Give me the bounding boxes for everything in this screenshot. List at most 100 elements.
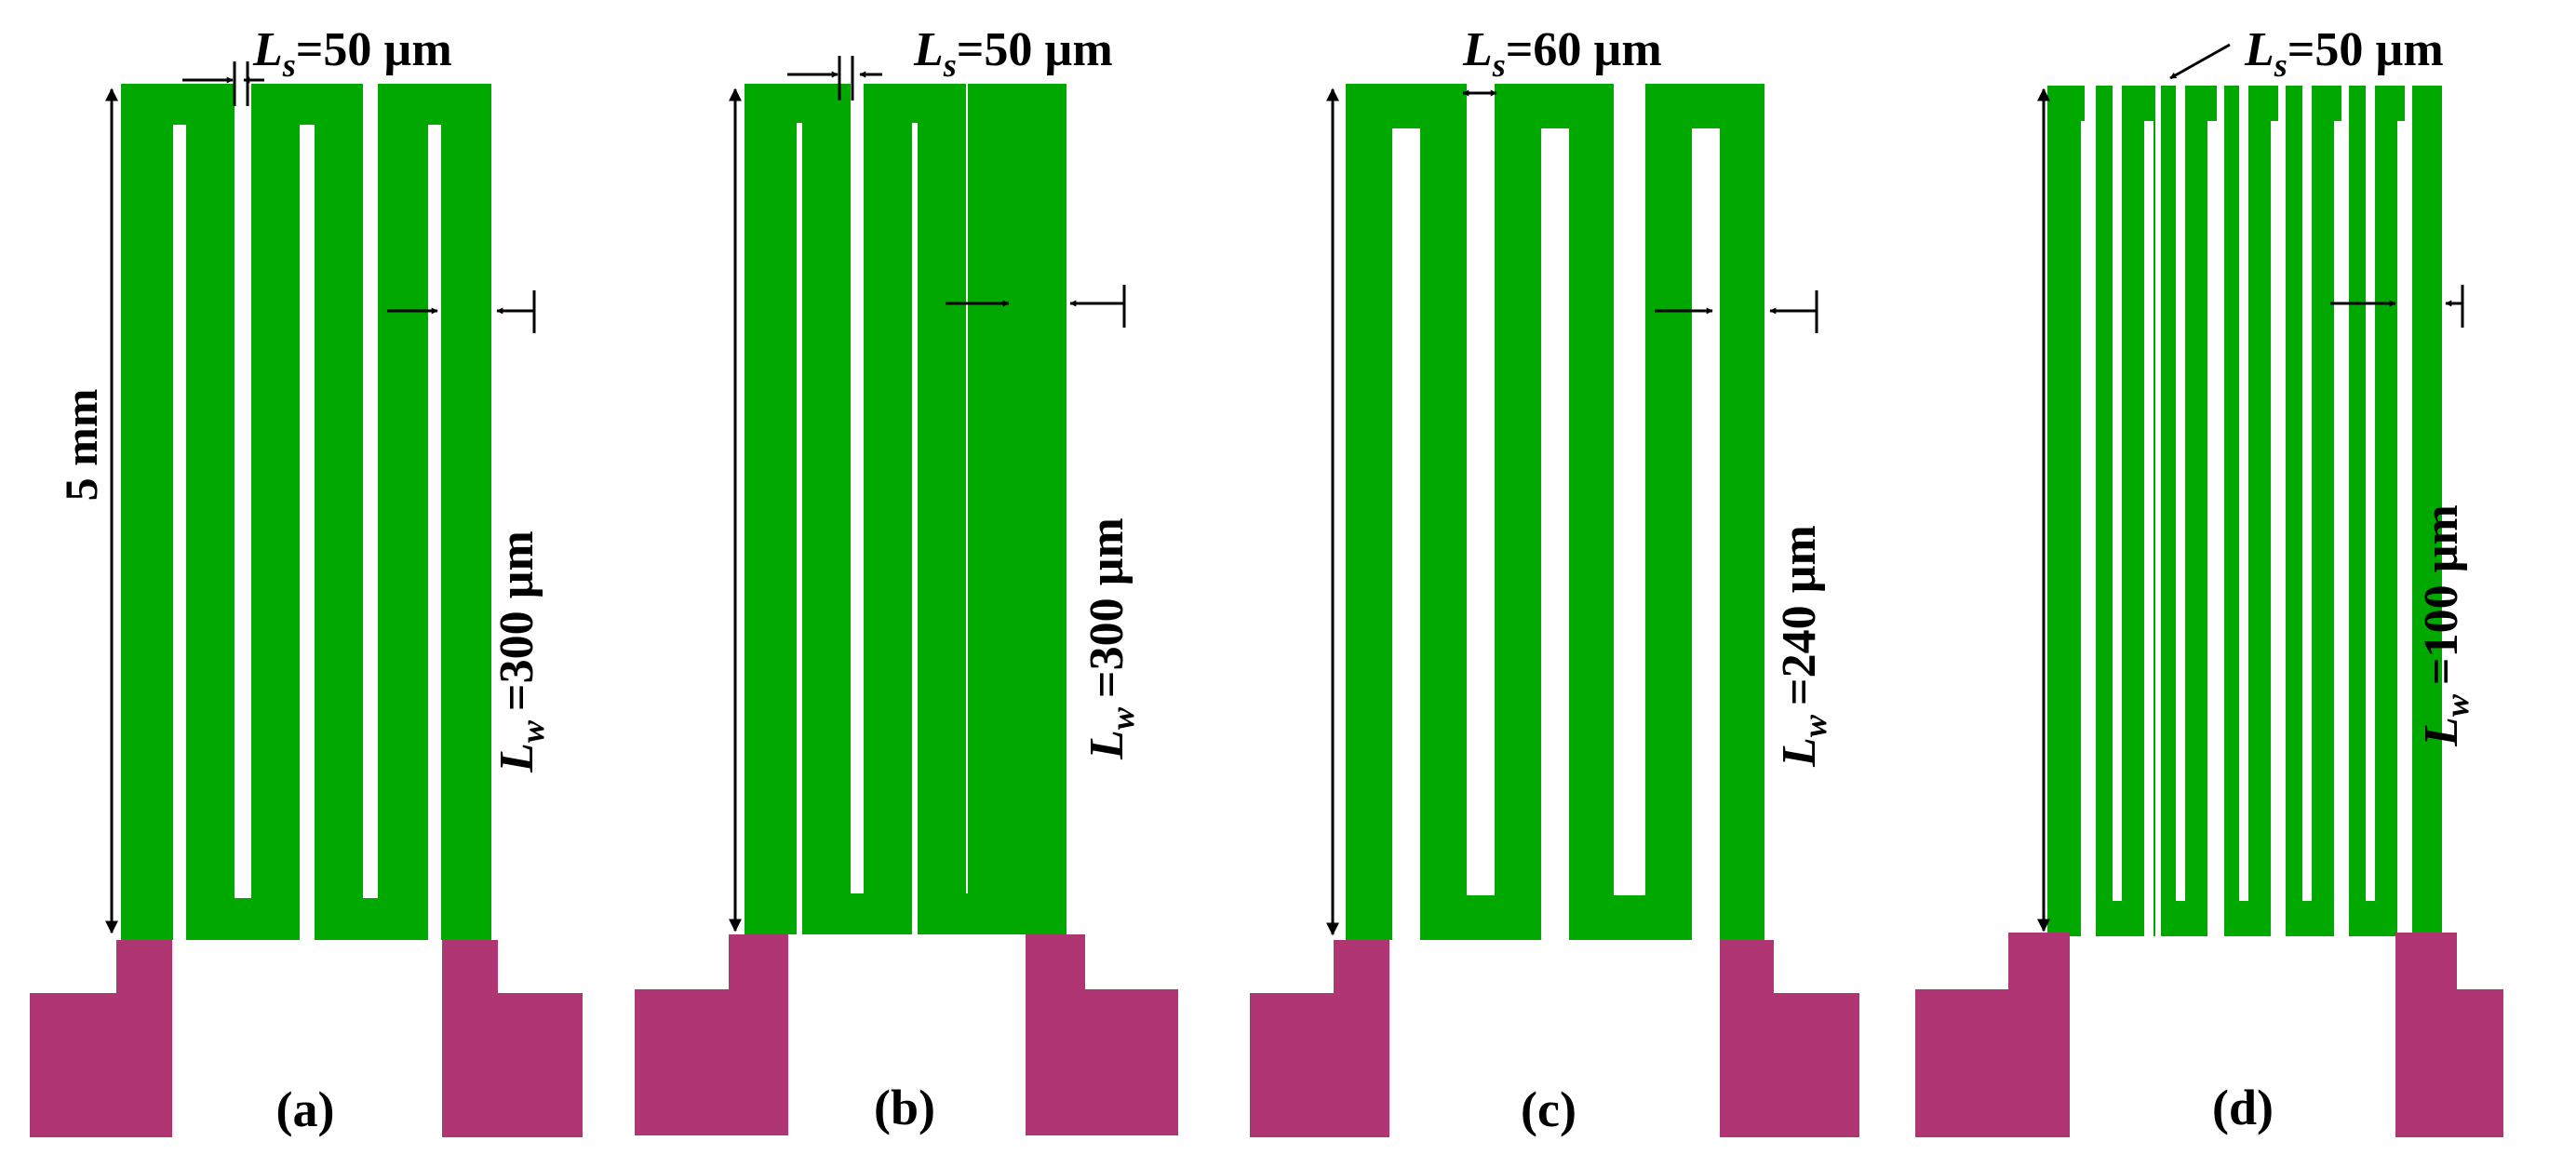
panel-a: 5 mm Ls=50 µm Lw =300 µm (a) bbox=[30, 23, 583, 1137]
width-label: Lw =300 µm bbox=[490, 530, 551, 773]
panel-caption: (a) bbox=[276, 1081, 335, 1137]
spacing-value: =60 µm bbox=[1506, 23, 1662, 76]
spacing-symbol: L bbox=[913, 23, 944, 76]
trace-gaps bbox=[2081, 86, 2407, 936]
trace-gap bbox=[2144, 121, 2153, 936]
width-symbol: L bbox=[1773, 737, 1826, 768]
trace-gap bbox=[2207, 121, 2217, 936]
panel-caption: (b) bbox=[874, 1080, 935, 1135]
trace-finger bbox=[315, 84, 363, 940]
trace-finger bbox=[378, 84, 428, 940]
panel-c: Ls=60 µm Lw =240 µm (c) bbox=[1250, 23, 1859, 1137]
spacing-label: Ls=60 µm bbox=[1462, 23, 1662, 84]
spacing-symbol: L bbox=[1462, 23, 1493, 76]
width-value: =300 µm bbox=[1080, 517, 1134, 698]
trace-gap bbox=[2302, 86, 2312, 901]
trace-bridge-top bbox=[1495, 84, 1614, 128]
trace-finger bbox=[251, 84, 300, 940]
trace-bridge-bottom bbox=[315, 898, 428, 940]
width-symbol: L bbox=[490, 743, 543, 773]
spacing-label: Ls=50 µm bbox=[2244, 23, 2444, 84]
meander-trace bbox=[745, 84, 1067, 934]
trace-finger bbox=[918, 84, 966, 934]
trace-gap bbox=[2334, 121, 2343, 936]
spacing-symbol: L bbox=[2244, 23, 2274, 76]
spacing-value: =50 µm bbox=[957, 23, 1113, 76]
trace-finger bbox=[441, 84, 491, 940]
trace-gap bbox=[2081, 121, 2090, 936]
trace-bridge-bottom bbox=[918, 893, 1018, 934]
contact-pads bbox=[635, 934, 1178, 1135]
spacing-value: =50 µm bbox=[296, 23, 452, 76]
height-label: 5 mm bbox=[55, 389, 107, 502]
trace-finger bbox=[864, 84, 912, 934]
width-subscript: w bbox=[1796, 714, 1833, 737]
trace-finger bbox=[1569, 84, 1614, 940]
contact-pads bbox=[30, 940, 583, 1137]
contact-pad-left bbox=[1915, 933, 2070, 1137]
contact-pad-right bbox=[2395, 933, 2503, 1137]
spacing-pointer-arrow bbox=[2169, 43, 2231, 80]
trace-bridge-top bbox=[378, 84, 491, 125]
contact-pads bbox=[1915, 933, 2503, 1137]
width-label: Lw=100 µm bbox=[2415, 504, 2475, 747]
panel-caption: (d) bbox=[2212, 1080, 2274, 1135]
annotations bbox=[729, 56, 1126, 933]
width-subscript: w bbox=[1104, 706, 1141, 730]
trace-finger bbox=[1720, 84, 1764, 940]
trace-gap bbox=[2239, 86, 2248, 901]
trace-finger bbox=[1495, 84, 1541, 940]
trace-finger bbox=[1018, 84, 1067, 934]
contact-pad-left bbox=[1250, 940, 1389, 1137]
width-value: =300 µm bbox=[490, 530, 543, 711]
width-label: Lw =300 µm bbox=[1080, 517, 1141, 760]
trace-finger bbox=[968, 84, 1018, 934]
trace-finger bbox=[186, 84, 235, 940]
contact-pad-right bbox=[442, 940, 583, 1137]
spacing-subscript: s bbox=[282, 47, 296, 84]
spacing-subscript: s bbox=[2274, 47, 2288, 84]
trace-gap bbox=[2176, 86, 2185, 901]
width-subscript: w bbox=[2438, 693, 2475, 717]
contact-pads bbox=[1250, 940, 1859, 1137]
trace-finger bbox=[1645, 84, 1692, 940]
spacing-subscript: s bbox=[943, 47, 957, 84]
spacing-subscript: s bbox=[1492, 47, 1506, 84]
trace-gap bbox=[2113, 86, 2122, 901]
trace-bridge-top bbox=[1645, 84, 1764, 128]
meander-trace bbox=[121, 84, 491, 940]
trace-gap bbox=[2397, 121, 2407, 936]
width-value: =240 µm bbox=[1773, 525, 1826, 705]
trace-bridge-bottom bbox=[1569, 895, 1692, 940]
trace-bridge-bottom bbox=[186, 898, 300, 940]
annotations bbox=[2037, 43, 2464, 933]
width-value: =100 µm bbox=[2415, 504, 2468, 685]
trace-bridge-top bbox=[745, 84, 851, 123]
spacing-value: =50 µm bbox=[2288, 23, 2444, 76]
width-label: Lw =240 µm bbox=[1773, 525, 1833, 768]
spacing-label: Ls=50 µm bbox=[252, 23, 452, 84]
trace-finger bbox=[745, 84, 797, 934]
contact-pad-left bbox=[635, 934, 788, 1135]
trace-bridge-top bbox=[968, 84, 1067, 123]
width-subscript: w bbox=[514, 719, 551, 743]
trace-bridge-top bbox=[864, 84, 966, 123]
trace-bridge-bottom bbox=[1420, 895, 1541, 940]
contact-pad-left bbox=[30, 940, 172, 1137]
spacing-symbol: L bbox=[252, 23, 283, 76]
panel-d: Ls=50 µm Lw =100 µm (d) bbox=[1915, 23, 2503, 1137]
contact-pad-right bbox=[1720, 940, 1859, 1137]
trace-finger bbox=[121, 84, 173, 940]
trace-finger bbox=[1420, 84, 1467, 940]
panel-caption: (c) bbox=[1521, 1081, 1576, 1137]
trace-finger bbox=[802, 84, 851, 934]
trace-finger bbox=[2412, 86, 2442, 936]
width-symbol: L bbox=[1080, 730, 1134, 760]
trace-bridge-top bbox=[121, 84, 235, 125]
trace-bridge-top bbox=[1346, 84, 1467, 128]
trace-gap bbox=[2366, 86, 2375, 901]
contact-pad-right bbox=[1026, 934, 1178, 1135]
annotations bbox=[105, 61, 536, 934]
trace-finger bbox=[2064, 86, 2085, 936]
